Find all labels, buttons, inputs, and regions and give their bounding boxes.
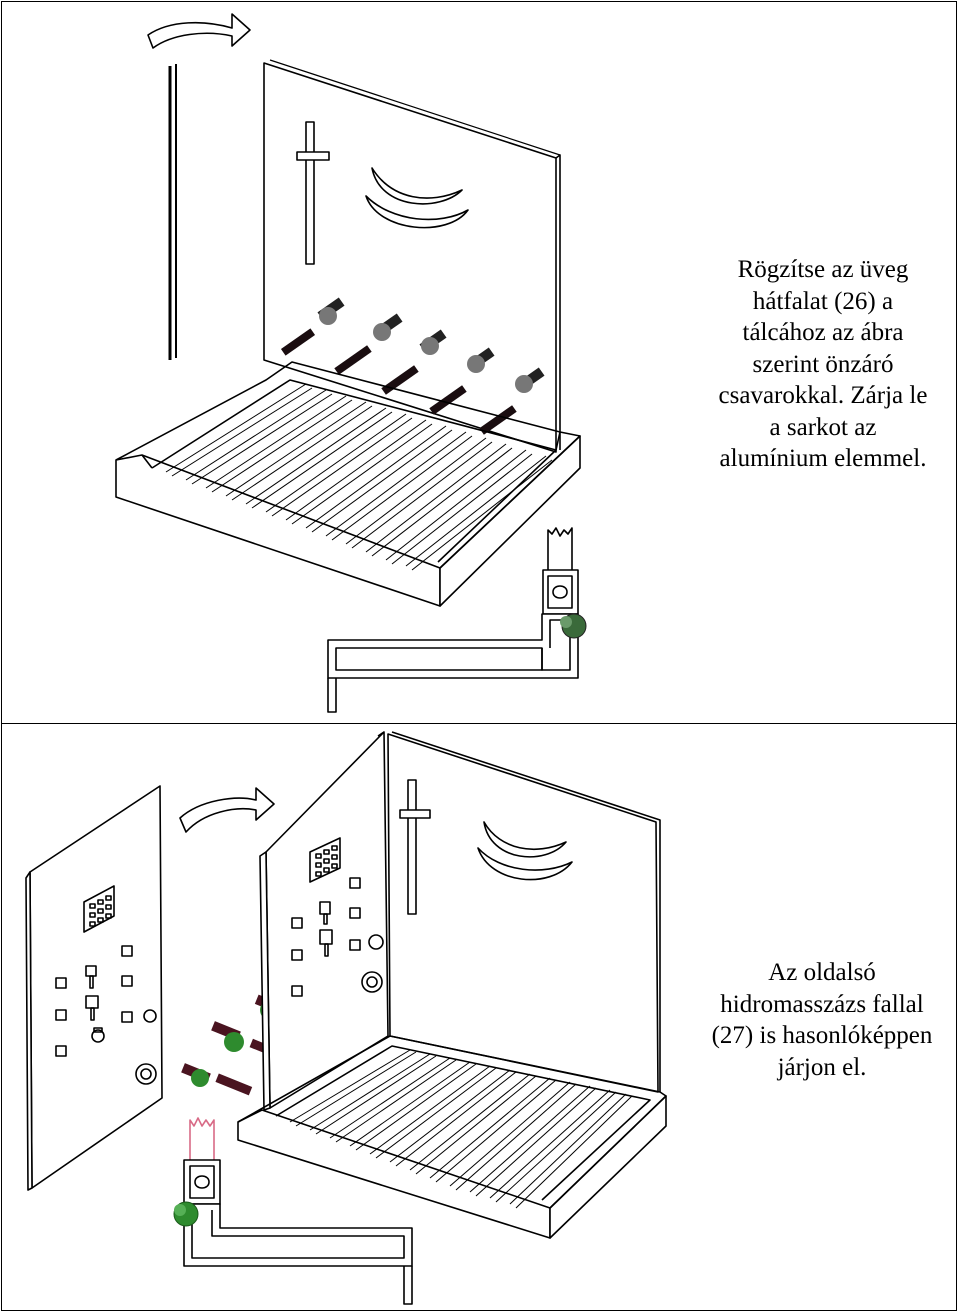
- aluminium-profile-detail: [327, 527, 587, 713]
- glass-back-wall: [387, 731, 661, 1093]
- drain-icon: [135, 1063, 157, 1085]
- glass-strip: [168, 64, 177, 360]
- screws: [280, 297, 545, 435]
- shower-rail: [399, 779, 431, 915]
- tray-slats: [165, 383, 553, 571]
- tray-slats: [289, 1049, 633, 1209]
- keypad-icon: [83, 885, 115, 933]
- jet-nozzle-icons: [55, 945, 133, 1057]
- hydromassage-side-panel: [25, 785, 163, 1191]
- step-1-illustration: [115, 13, 587, 713]
- screw: [181, 1063, 253, 1096]
- screw: [479, 367, 545, 435]
- screw: [334, 313, 403, 375]
- installed-side-wall: [259, 731, 389, 1111]
- knob-icon: [91, 1029, 105, 1043]
- knob-icon: [368, 934, 384, 950]
- screw: [280, 297, 345, 356]
- step-1-caption: Rögzítse az üveg hátfalat (26) a tálcáho…: [718, 256, 928, 472]
- screw: [429, 347, 495, 415]
- step-2-caption: Az oldalsó hidromasszázs fallal (27) is …: [711, 959, 933, 1081]
- shower-rail: [296, 121, 330, 265]
- rotate-arrow-icon: [179, 787, 275, 833]
- knob-icon: [143, 1009, 157, 1023]
- aluminium-profile-detail: [173, 1117, 413, 1305]
- shower-tray: [115, 361, 581, 607]
- jet-nozzle-icons: [291, 877, 361, 997]
- shelf: [477, 821, 573, 881]
- rotate-arrow-icon: [147, 13, 251, 49]
- keypad-icon: [309, 837, 341, 883]
- drain-icon: [361, 971, 383, 993]
- mixer-handle-icon: [319, 901, 333, 957]
- shelf: [365, 167, 469, 229]
- mixer-handle-icon: [85, 965, 99, 1021]
- shower-tray: [237, 1035, 667, 1239]
